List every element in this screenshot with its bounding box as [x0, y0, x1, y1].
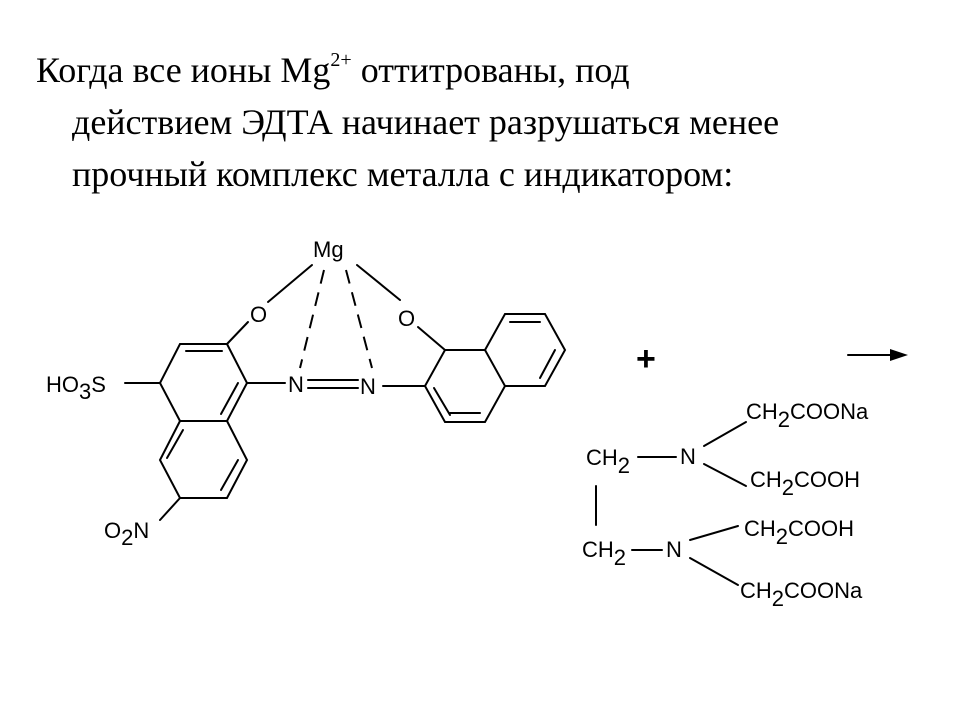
- n-right-label: N: [360, 374, 376, 399]
- indicator-complex: Mg O O N N HO3S O2N: [46, 237, 567, 550]
- right-upper-ring: [484, 313, 567, 387]
- ho3s-label: HO3S: [46, 372, 106, 404]
- ch2coona-top-label: CH2COONa: [746, 399, 869, 432]
- n-top-label: N: [680, 444, 696, 469]
- slide-text: Когда все ионы Mg2+ оттитрованы, под дей…: [36, 44, 936, 200]
- charge-superscript: 2+: [330, 49, 352, 71]
- n-left-label: N: [288, 372, 304, 397]
- ch2-bottom-label: CH2: [582, 537, 626, 570]
- edta-structure: CH2 CH2 N N CH2COONa CH2COOH CH2COOH CH2…: [582, 399, 869, 611]
- left-lower-ring: [158, 420, 249, 499]
- text-line-3: прочный комплекс металла с индикатором:: [72, 154, 734, 194]
- ch2cooh-bottom-label: CH2COOH: [744, 516, 854, 549]
- left-upper-ring: [158, 343, 249, 422]
- text-line-2: действием ЭДТА начинает разрушаться мене…: [72, 102, 780, 142]
- plus-sign: +: [636, 340, 656, 378]
- ch2cooh-top-label: CH2COOH: [750, 467, 860, 500]
- o2n-label: O2N: [104, 518, 149, 550]
- reaction-arrow-icon: [847, 349, 908, 361]
- n-bottom-label: N: [666, 537, 682, 562]
- mg-label: Mg: [313, 237, 344, 262]
- right-lower-ring: [423, 349, 507, 423]
- ch2-top-label: CH2: [586, 445, 630, 478]
- o-left-label: O: [250, 302, 267, 327]
- o-right-label: O: [398, 306, 415, 331]
- ch2coona-bottom-label: CH2COONa: [740, 578, 863, 611]
- text-line-1: Когда все ионы Mg2+ оттитрованы, под: [36, 49, 630, 90]
